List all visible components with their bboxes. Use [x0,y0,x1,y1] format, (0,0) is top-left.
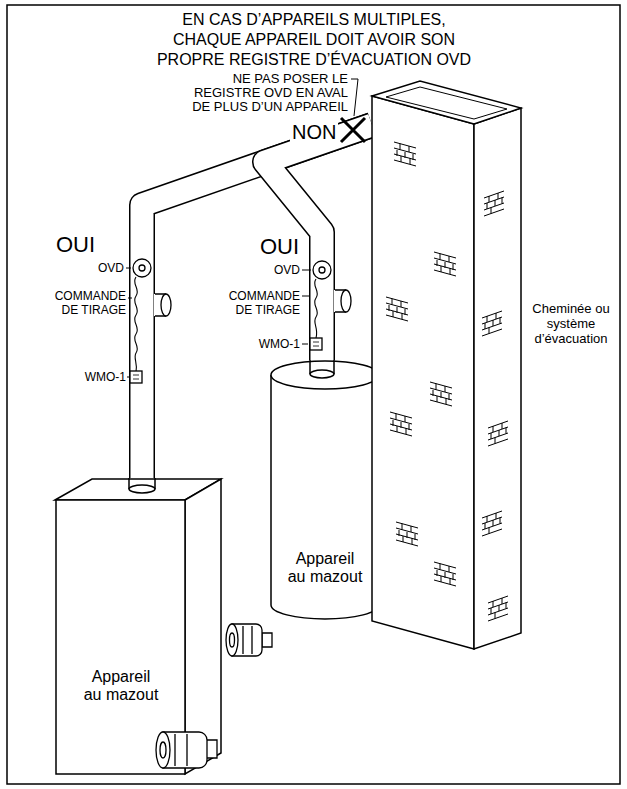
warning-note: NE PAS POSER LE REGISTRE OVD EN AVAL DE … [178,72,348,114]
chimney: Cheminée ou système d’évacuation [372,80,522,650]
burner-right [226,624,272,656]
no-mark: NON [290,121,338,144]
appliance-cylinder: Appareil au mazout [270,360,380,620]
ovd-assembly-right [302,261,351,350]
part-name: COMMANDE DE TIRAGE [220,289,300,317]
yes-mark: OUI [56,232,104,257]
title-text: EN CAS D’APPAREILS MULTIPLES, CHAQUE APP… [148,10,480,70]
appliance-box-label: Appareil au mazout [81,668,161,705]
frame [7,5,620,784]
yes-mark: OUI [260,234,306,259]
ovd-assembly-left [126,259,171,383]
chimney-outline [372,80,522,650]
part-name: OVD [270,263,300,277]
part-name: WMO-1 [252,337,300,351]
part-name: COMMANDE DE TIRAGE [46,289,126,317]
part-name: OVD [94,261,124,275]
part-name: WMO-1 [78,370,126,384]
burner [156,732,217,768]
appliance-box: Appareil au mazout [55,478,222,775]
appliance-outline [55,478,222,775]
appliance-cylinder-label: Appareil au mazout [285,550,365,587]
chimney-label: Cheminée ou système d’évacuation [528,302,614,347]
brick-pattern [386,142,508,621]
